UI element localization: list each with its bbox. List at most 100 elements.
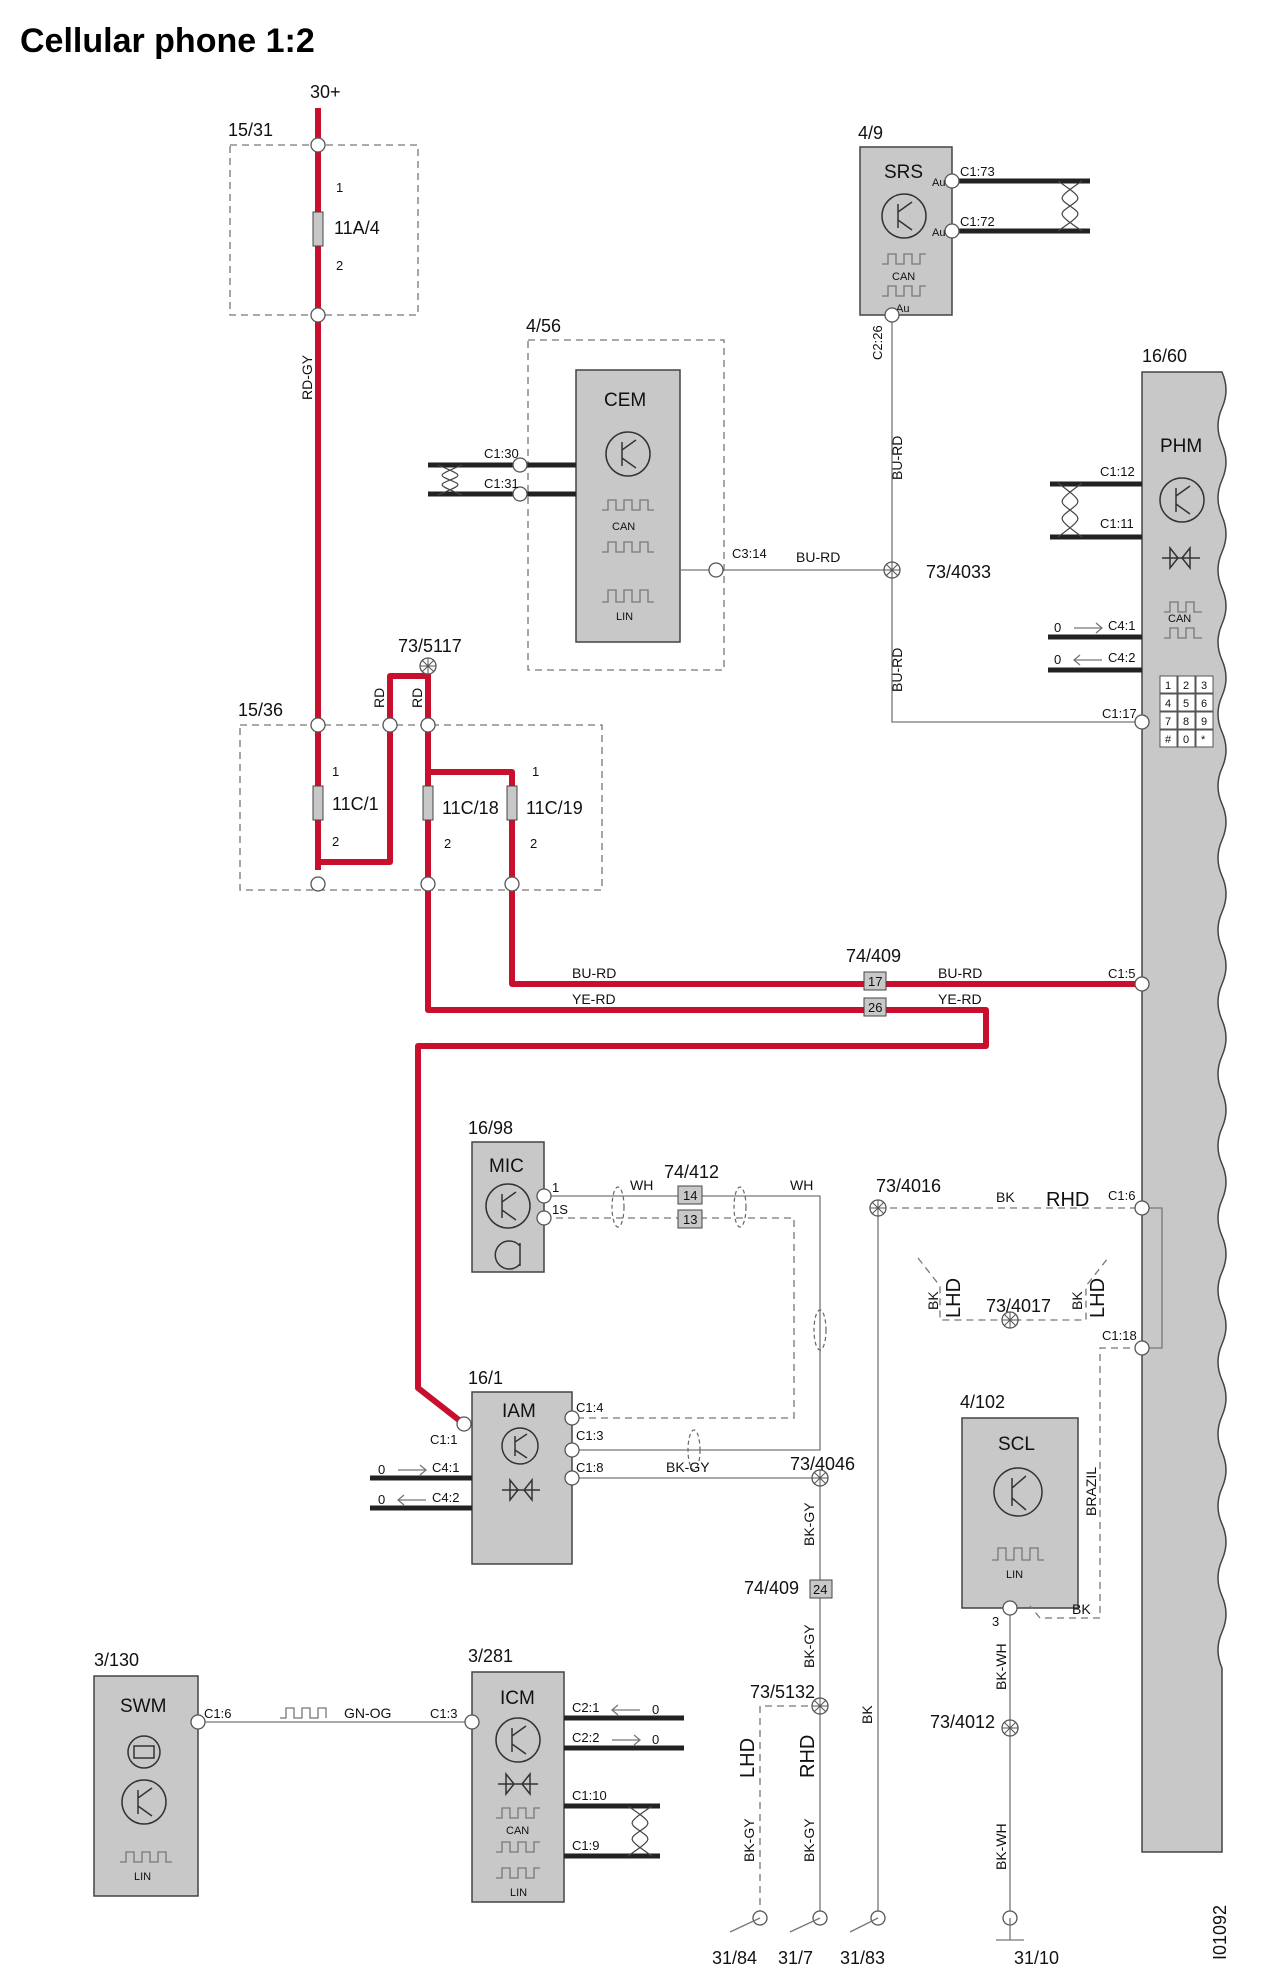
connection-node <box>1134 976 1150 992</box>
icm-can-wave-icon <box>496 1807 540 1819</box>
icm-module-body <box>471 1671 565 1903</box>
phm-pin-c16: C1:6 <box>1108 1188 1135 1203</box>
splice-73-4012-label: 73/4012 <box>930 1712 995 1732</box>
connection-node <box>512 486 528 502</box>
srs-name: SRS <box>884 162 923 183</box>
splice-73-5117-label: 73/5117 <box>398 636 462 656</box>
icm-can-label: CAN <box>506 1825 529 1837</box>
cem-twisted-pair <box>428 462 576 497</box>
pin-f1-1: 1 <box>336 180 343 195</box>
connection-node <box>310 876 326 892</box>
keypad-key-label: 2 <box>1183 680 1189 692</box>
pin-f1-2: 2 <box>336 258 343 273</box>
srs-pin-c172: C1:72 <box>960 214 995 229</box>
keypad-key <box>1159 693 1178 712</box>
keypad-key-label: * <box>1201 734 1206 746</box>
phm-module-body <box>1141 371 1227 1853</box>
wire-label-rd-2: RD <box>409 688 425 708</box>
wire-lhd-bk <box>917 1257 1109 1321</box>
fuse-11a4-label: 11A/4 <box>334 218 380 238</box>
cem-code: 4/56 <box>526 316 561 336</box>
wire-rd-11c19 <box>428 769 515 884</box>
swm-code: 3/130 <box>94 1650 139 1670</box>
wire-label-rd-1: RD <box>371 688 387 708</box>
keypad-key <box>1177 711 1196 730</box>
icm-name: ICM <box>500 1688 535 1709</box>
connection-node <box>1002 1600 1018 1616</box>
twist-marker <box>1057 180 1083 232</box>
wire-lhd-bk-gy <box>759 1705 820 1918</box>
keypad-key <box>1195 693 1214 712</box>
srs-transistor-icon <box>881 193 927 239</box>
phm-pin-c117: C1:17 <box>1102 706 1137 721</box>
phm-code: 16/60 <box>1142 346 1187 366</box>
srs-module-body <box>859 146 953 316</box>
scl-code: 4/102 <box>960 1392 1005 1412</box>
keypad-key <box>1159 675 1178 694</box>
mic-name: MIC <box>489 1156 524 1177</box>
pin-f2-2: 2 <box>332 834 339 849</box>
icm-pin-c19: C1:9 <box>572 1838 599 1853</box>
wire-label-bu-rd-phm-c15: BU-RD <box>938 965 982 981</box>
keypad-key <box>1177 675 1196 694</box>
connection-node <box>564 1410 580 1426</box>
fusebox-15-36-code: 15/36 <box>238 700 283 720</box>
wire-label-bk-gy-lhd: BK-GY <box>741 1818 757 1862</box>
wire-cem-bu-rd <box>680 315 893 571</box>
keypad-key <box>1177 693 1196 712</box>
keypad-key <box>1177 729 1196 748</box>
wire-label-bk-ground: BK <box>859 1705 875 1724</box>
srs-can-label: CAN <box>892 271 915 283</box>
wire-label-bu-rd-main: BU-RD <box>572 965 616 981</box>
page-title: Cellular phone 1:2 <box>20 22 315 60</box>
connection-node <box>1134 714 1150 730</box>
scl-name: SCL <box>998 1434 1035 1455</box>
swm-module-body <box>93 1675 199 1897</box>
cem-lin-label: LIN <box>616 611 633 623</box>
wire-label-bk-gy-v2: BK-GY <box>801 1624 817 1668</box>
microphone-icon <box>494 1240 521 1270</box>
splice-73-4016-label: 73/4016 <box>876 1176 941 1196</box>
cem-dashed-outline <box>527 339 725 671</box>
icm-pin-c110: C1:10 <box>572 1788 607 1803</box>
scl-lin-wave-icon <box>992 1547 1044 1561</box>
pin-17: 17 <box>868 974 882 989</box>
cem-pin-c131: C1:31 <box>484 476 519 491</box>
wire-label-bk-gy-v1: BK-GY <box>801 1502 817 1546</box>
wire-label-bu-rd-phm: BU-RD <box>889 648 905 692</box>
wire-label-bu-rd-cem: BU-RD <box>796 549 840 565</box>
keypad-key-label: 0 <box>1183 734 1189 746</box>
connection-node <box>944 223 960 239</box>
connection-node <box>884 307 900 323</box>
connector-74-412-pin13 <box>677 1209 703 1229</box>
connection-node <box>536 1210 552 1226</box>
phm-name: PHM <box>1160 436 1202 457</box>
keypad-key-label: # <box>1165 734 1172 746</box>
srs-twisted-pair <box>952 178 1090 234</box>
wire-label-ye-rd-main: YE-RD <box>572 991 616 1007</box>
iam-transistor-icon <box>501 1427 539 1465</box>
pin-f4-1: 1 <box>532 764 539 779</box>
swm-sensor-icon <box>127 1735 161 1769</box>
fusebox-15-31 <box>229 144 419 316</box>
mic-pin-1: 1 <box>552 1180 559 1195</box>
pin-26: 26 <box>868 1000 882 1015</box>
market-brazil-label: BRAZIL <box>1083 1467 1099 1516</box>
twist-markers <box>437 180 1083 1857</box>
phm-pin-c118: C1:18 <box>1102 1328 1137 1343</box>
connection-node <box>310 717 326 733</box>
connection-node <box>310 137 326 153</box>
direction-arrow-icons <box>396 622 1104 1746</box>
connection-node <box>536 1188 552 1204</box>
ground-31-10: 31/10 <box>1014 1948 1059 1968</box>
icm-code: 3/281 <box>468 1646 513 1666</box>
iam-pin-c13: C1:3 <box>576 1428 603 1443</box>
iam-pin-c14: C1:4 <box>576 1400 603 1415</box>
connection-node <box>456 1416 472 1432</box>
document-id: I01092 <box>1210 1905 1230 1960</box>
connection-node <box>944 173 960 189</box>
wire-mic-shield <box>544 1217 795 1419</box>
cem-pin-c314: C3:14 <box>732 546 767 561</box>
keypad-key <box>1159 729 1178 748</box>
